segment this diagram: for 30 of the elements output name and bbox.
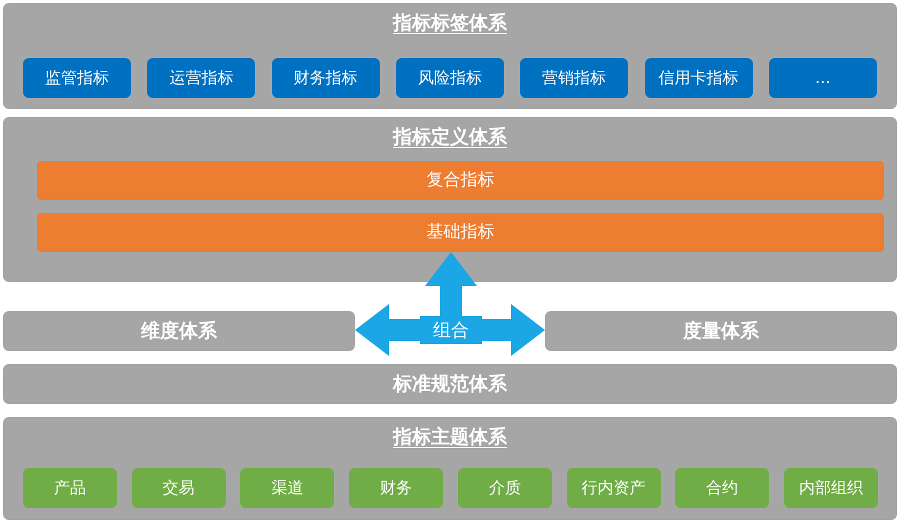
tag-box: 营销指标 xyxy=(520,58,628,98)
tag-box: 运营指标 xyxy=(147,58,256,98)
layer-bar: 度量体系 xyxy=(545,311,897,351)
tag-box: 监管指标 xyxy=(23,58,131,98)
topic-box: 渠道 xyxy=(240,468,334,508)
block-arrow xyxy=(355,304,420,356)
tag-box: 风险指标 xyxy=(396,58,504,98)
tag-box: 信用卡指标 xyxy=(644,58,752,98)
combine-arrow-hub: 组合 xyxy=(420,316,482,344)
panel-heading: 指标定义体系 xyxy=(393,125,507,150)
topic-box: 内部组织 xyxy=(784,468,878,508)
topic-box: 介质 xyxy=(458,468,552,508)
layer-panel xyxy=(3,117,897,282)
layer-bar: 标准规范体系 xyxy=(3,364,897,404)
block-arrow xyxy=(482,304,545,356)
topic-box: 行内资产 xyxy=(566,468,660,508)
block-arrow xyxy=(425,252,477,316)
topic-box: 合约 xyxy=(675,468,770,508)
layer-panel xyxy=(3,3,897,109)
topic-box: 财务 xyxy=(349,468,444,508)
panel-heading: 指标标签体系 xyxy=(393,11,507,36)
indicator-bar: 基础指标 xyxy=(37,213,884,252)
layer-panel xyxy=(3,417,897,520)
layer-bar: 维度体系 xyxy=(3,311,355,351)
topic-box: 产品 xyxy=(23,468,117,508)
tag-box: 财务指标 xyxy=(272,58,380,98)
indicator-bar: 复合指标 xyxy=(37,161,884,200)
topic-box: 交易 xyxy=(132,468,226,508)
panel-heading: 指标主题体系 xyxy=(393,425,507,450)
tag-box: ... xyxy=(768,58,877,98)
